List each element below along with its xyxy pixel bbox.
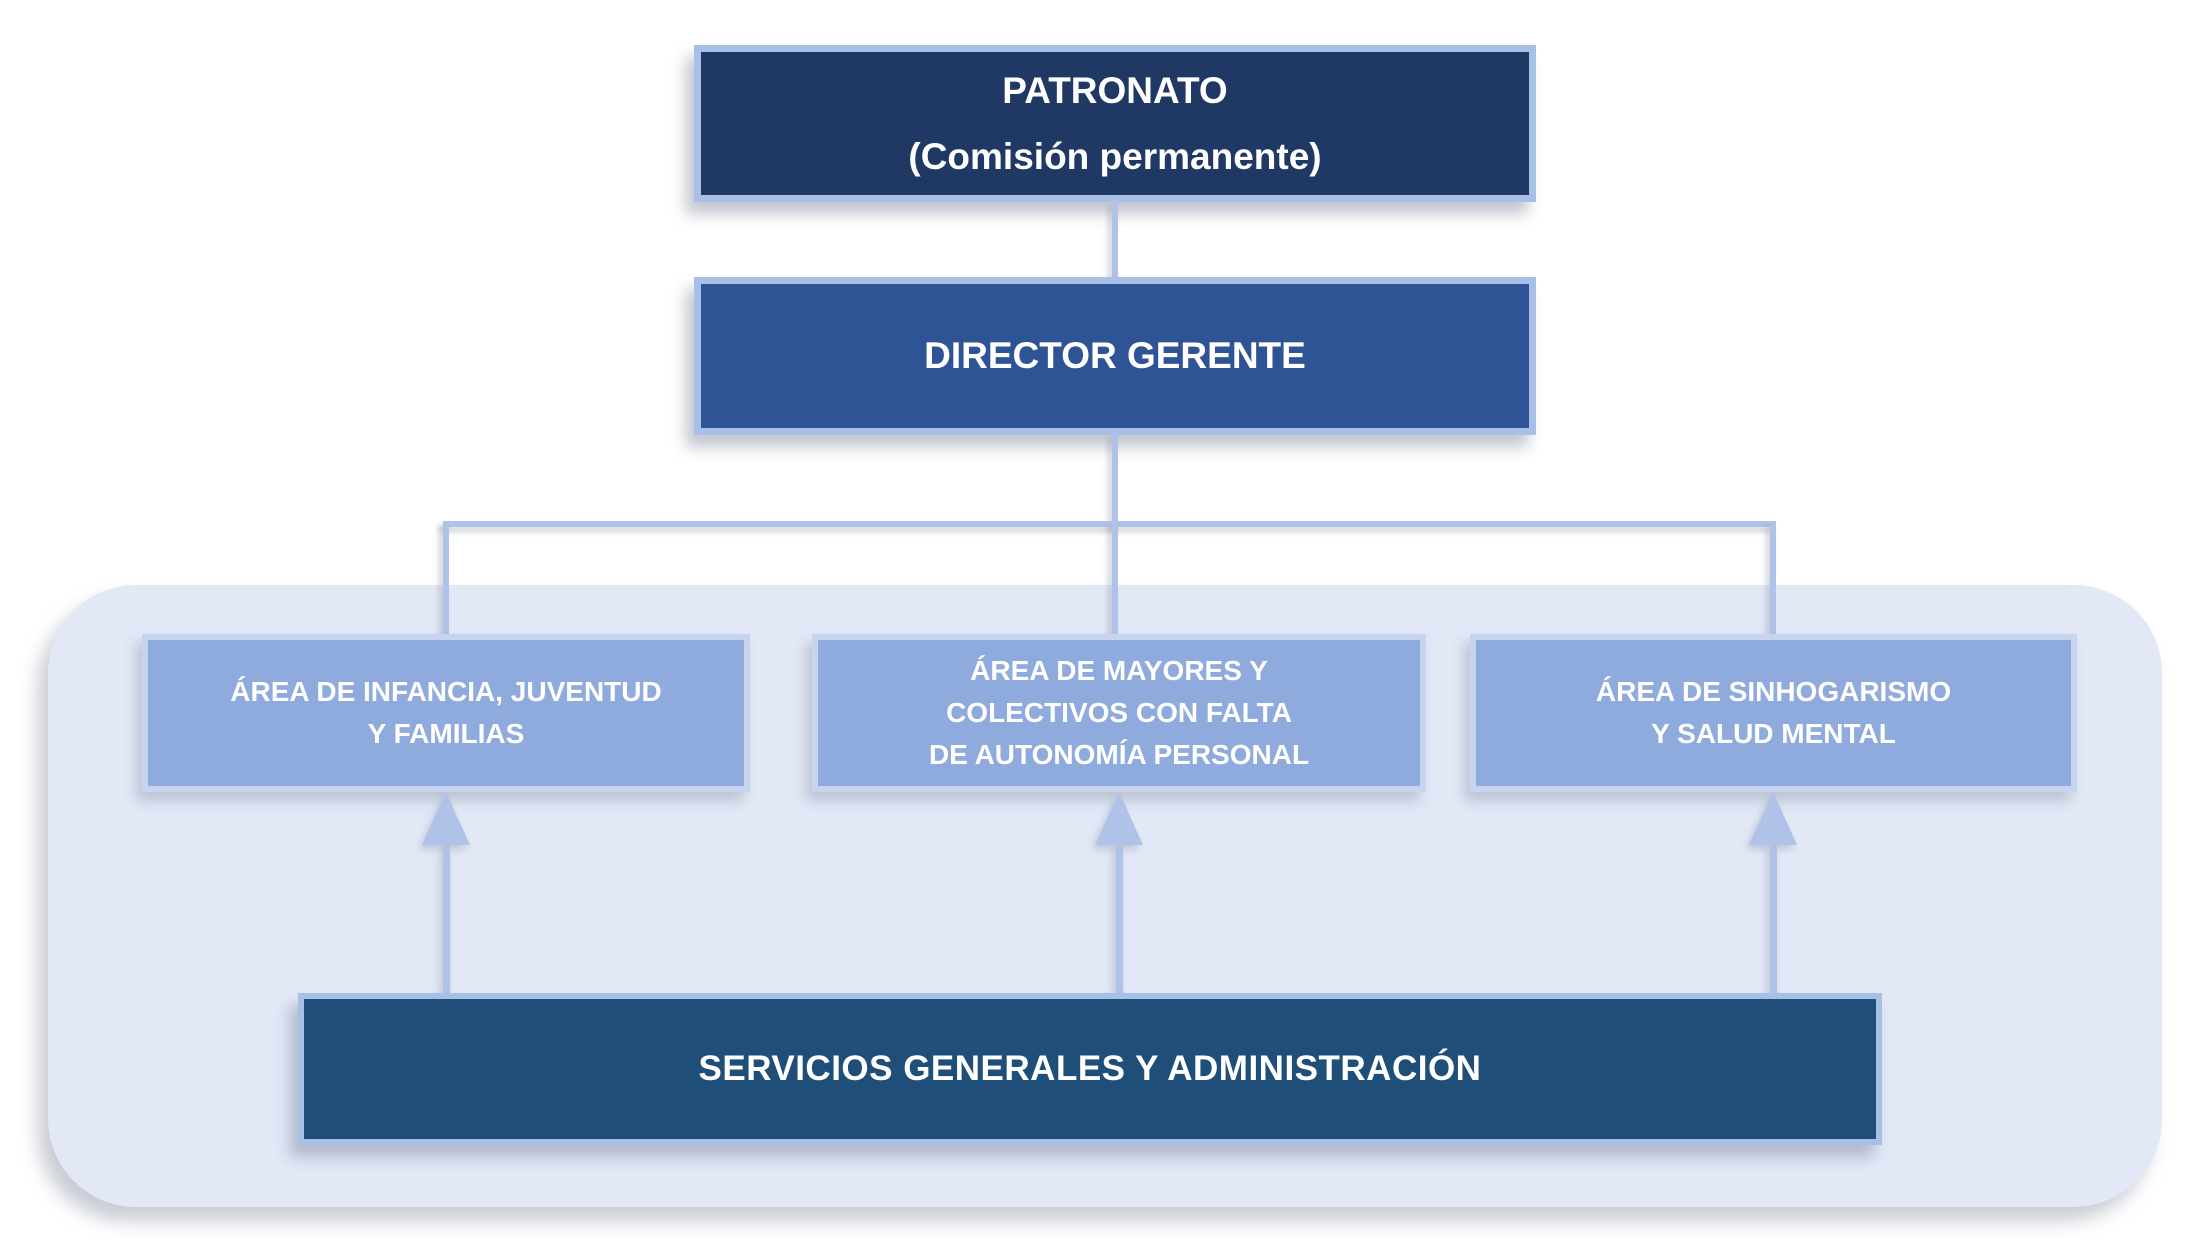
node-area-sinhogarismo-salud-mental: ÁREA DE SINHOGARISMO Y SALUD MENTAL: [1470, 634, 2077, 792]
up-arrow-head-icon: [1749, 792, 1797, 845]
up-arrow-left: [422, 792, 470, 998]
node-servicios-generales-administracion: SERVICIOS GENERALES Y ADMINISTRACIÓN: [298, 993, 1882, 1145]
patronato-subtitle: (Comisión permanente): [908, 135, 1322, 177]
connector-patronato-director: [1112, 200, 1118, 279]
area-label: ÁREA DE MAYORES Y COLECTIVOS CON FALTA D…: [928, 655, 1310, 770]
node-area-mayores-colectivos: ÁREA DE MAYORES Y COLECTIVOS CON FALTA D…: [812, 634, 1426, 792]
area-label: ÁREA DE INFANCIA, JUVENTUD Y FAMILIAS: [230, 676, 662, 749]
up-arrow-stem: [1116, 844, 1123, 998]
up-arrow-head-icon: [1095, 792, 1143, 845]
connector-drop-center: [1112, 521, 1118, 641]
connector-drop-left: [443, 521, 449, 641]
support-title: SERVICIOS GENERALES Y ADMINISTRACIÓN: [698, 1049, 1482, 1088]
director-title: DIRECTOR GERENTE: [924, 335, 1306, 376]
up-arrow-stem: [443, 844, 450, 998]
up-arrow-head-icon: [422, 792, 470, 845]
up-arrow-center: [1095, 792, 1143, 998]
connector-director-branch: [1112, 433, 1118, 525]
node-director-gerente: DIRECTOR GERENTE: [694, 277, 1536, 435]
connector-branch-horizontal: [443, 521, 1776, 527]
connector-drop-right: [1770, 521, 1776, 641]
up-arrow-right: [1749, 792, 1797, 998]
node-patronato: PATRONATO (Comisión permanente): [694, 45, 1536, 202]
up-arrow-stem: [1770, 844, 1777, 998]
patronato-title: PATRONATO: [1002, 69, 1228, 111]
node-area-infancia-juventud-familias: ÁREA DE INFANCIA, JUVENTUD Y FAMILIAS: [142, 634, 750, 792]
area-label: ÁREA DE SINHOGARISMO Y SALUD MENTAL: [1595, 676, 1952, 749]
